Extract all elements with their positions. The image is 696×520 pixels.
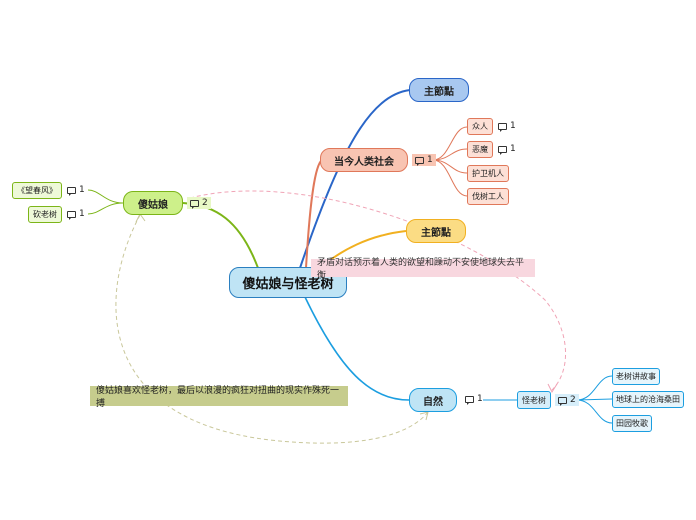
dialogue-note-callout[interactable]: 矛盾对话预示着人类的欲望和躁动不安使地球失去平衡: [311, 258, 535, 281]
society-child-line-2: [432, 148, 468, 161]
tree-child-line-1: [576, 375, 613, 401]
girl-note-badge[interactable]: 2: [187, 197, 211, 209]
demon-note-badge[interactable]: 1: [498, 144, 516, 155]
note-icon: [67, 210, 76, 220]
subtopic-old-tree[interactable]: 怪老树: [517, 391, 551, 409]
note-icon: [498, 145, 507, 155]
topic-middle-node[interactable]: 主節點: [406, 219, 466, 243]
branch-line-society: [305, 159, 323, 269]
central-topic[interactable]: 傻姑娘与怪老树: [229, 267, 347, 298]
relationship-curve-olive-arrow: [135, 213, 146, 223]
story-note-callout[interactable]: 傻姑娘喜欢怪老树，最后以浪漫的疯狂对扭曲的现实作殊死一搏: [90, 386, 348, 409]
society-child-demon[interactable]: 恶魔: [467, 141, 493, 158]
topic-nature-label: 自然: [423, 396, 443, 408]
tree-child-line-3: [576, 399, 613, 424]
note-icon: [415, 156, 424, 166]
nature-note-badge[interactable]: 1: [465, 394, 483, 405]
tree-child-pastoral[interactable]: 田园牧歌: [612, 415, 652, 432]
topic-top-node-label: 主節點: [424, 86, 454, 98]
girl-child-line-1: [87, 189, 124, 204]
society-child-demon-label: 恶魔: [472, 145, 488, 154]
girl-note-count: 2: [202, 198, 208, 208]
tree-child-story-label: 老树讲故事: [616, 372, 656, 381]
girl-child-line-2: [87, 202, 124, 215]
girl-child-cut-tree-label: 砍老树: [33, 210, 57, 219]
story-note-text: 傻姑娘喜欢怪老树，最后以浪漫的疯狂对扭曲的现实作殊死一搏: [96, 386, 340, 409]
society-child-line-4: [432, 159, 468, 197]
spring-wind-note-badge[interactable]: 1: [67, 185, 85, 196]
topic-nature[interactable]: 自然: [409, 388, 457, 412]
old-tree-note-badge[interactable]: 2: [555, 394, 579, 406]
girl-child-spring-wind-label: 《望春风》: [17, 186, 57, 195]
old-tree-note-count: 2: [570, 395, 576, 405]
society-note-count: 1: [427, 155, 433, 165]
tree-child-line-2: [576, 398, 613, 401]
topic-middle-node-label: 主節點: [421, 227, 451, 239]
branch-line-nature: [304, 296, 410, 401]
note-icon: [465, 395, 474, 405]
tree-child-earth-changes[interactable]: 地球上的沧海桑田: [612, 391, 684, 408]
society-child-loggers-label: 伐树工人: [472, 192, 504, 201]
nature-note-count: 1: [477, 394, 483, 404]
society-child-line-1: [432, 126, 468, 161]
relationship-curve-olive-arrow-end: [419, 411, 429, 421]
society-child-guard-robot[interactable]: 护卫机人: [467, 165, 509, 182]
spring-wind-note-count: 1: [79, 185, 85, 195]
girl-child-cut-tree[interactable]: 砍老树: [28, 206, 62, 223]
topic-society[interactable]: 当今人类社会: [320, 148, 408, 172]
cut-tree-note-count: 1: [79, 209, 85, 219]
dialogue-note-text: 矛盾对话预示着人类的欲望和躁动不安使地球失去平衡: [317, 258, 525, 281]
topic-top-node[interactable]: 主節點: [409, 78, 469, 102]
note-icon: [190, 199, 199, 209]
tree-child-earth-changes-label: 地球上的沧海桑田: [616, 395, 680, 404]
branch-line-top-topic: [299, 89, 411, 269]
tree-child-pastoral-label: 田园牧歌: [616, 419, 648, 428]
relationship-curve-olive: [115, 214, 429, 444]
branch-line-girl: [182, 202, 259, 269]
crowd-note-badge[interactable]: 1: [498, 121, 516, 132]
society-child-guard-robot-label: 护卫机人: [472, 169, 504, 178]
crowd-note-count: 1: [510, 121, 516, 131]
cut-tree-note-badge[interactable]: 1: [67, 209, 85, 220]
topic-silly-girl[interactable]: 傻姑娘: [123, 191, 183, 215]
society-child-crowd[interactable]: 众人: [467, 118, 493, 135]
subtopic-old-tree-label: 怪老树: [522, 395, 546, 405]
topic-society-label: 当今人类社会: [334, 156, 394, 168]
note-icon: [67, 186, 76, 196]
girl-child-spring-wind[interactable]: 《望春风》: [12, 182, 62, 199]
note-icon: [498, 122, 507, 132]
topic-silly-girl-label: 傻姑娘: [138, 199, 168, 211]
society-note-badge[interactable]: 1: [412, 154, 436, 166]
society-child-line-3: [432, 159, 468, 174]
tree-child-story[interactable]: 老树讲故事: [612, 368, 660, 385]
society-child-crowd-label: 众人: [472, 122, 488, 131]
society-child-loggers[interactable]: 伐树工人: [467, 188, 509, 205]
relationship-curve-pink-arrow: [547, 383, 558, 394]
note-icon: [558, 396, 567, 406]
demon-note-count: 1: [510, 144, 516, 154]
